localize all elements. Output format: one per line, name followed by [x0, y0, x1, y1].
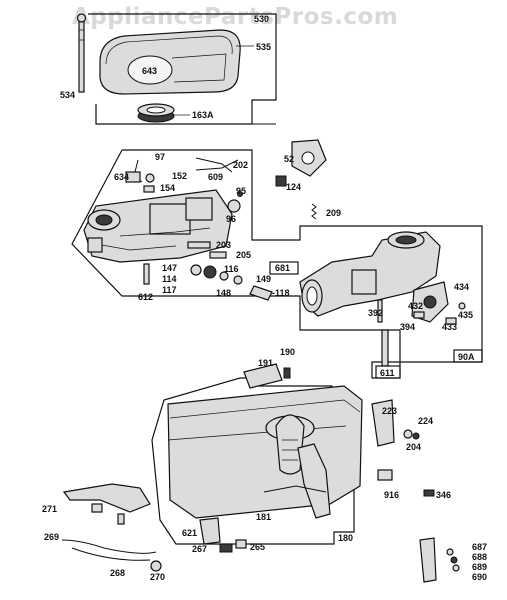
label-191: 191: [258, 358, 273, 368]
label-434: 434: [454, 282, 469, 292]
label-535: 535: [256, 42, 271, 52]
label-224: 224: [418, 416, 433, 426]
throttle-lever: [62, 483, 151, 513]
label-530: 530: [254, 14, 269, 24]
label-154: 154: [160, 183, 175, 193]
label-202: 202: [233, 160, 248, 170]
label-916: 916: [384, 490, 399, 500]
label-690: 690: [472, 572, 487, 582]
label-95: 95: [236, 186, 246, 196]
label-152: 152: [172, 171, 187, 181]
air-cleaner-frame: [88, 13, 277, 125]
label-612: 612: [138, 292, 153, 302]
label-433: 433: [442, 322, 457, 332]
carburetor-body: [83, 189, 233, 263]
throttle-cable: [61, 539, 157, 554]
label-90a: 90A: [458, 352, 475, 362]
gasket-kit-box: [269, 261, 299, 275]
label-223: 223: [382, 406, 397, 416]
label-124: 124: [286, 182, 301, 192]
label-265: 265: [250, 542, 265, 552]
label-180: 180: [338, 533, 353, 543]
intake-manifold: [299, 231, 441, 317]
air-cleaner-element: [137, 103, 175, 123]
label-392: 392: [368, 308, 383, 318]
air-cleaner-group: 530 535 643 534 163A: [60, 13, 277, 125]
label-394: 394: [400, 322, 415, 332]
label-204: 204: [406, 442, 421, 452]
label-609: 609: [208, 172, 223, 182]
label-118: -118: [272, 288, 290, 298]
label-643: 643: [142, 66, 157, 76]
label-205: 205: [236, 250, 251, 260]
label-114: 114: [162, 274, 177, 284]
fuel-tank-body: [167, 385, 363, 519]
label-203: 203: [216, 240, 231, 250]
label-267: 267: [192, 544, 207, 554]
label-148: 148: [216, 288, 231, 298]
label-269: 269: [44, 532, 59, 542]
label-97: 97: [155, 152, 165, 162]
label-190: 190: [280, 347, 295, 357]
label-621: 621: [182, 528, 197, 538]
carburetor-gasket: [291, 139, 327, 177]
label-611: 611: [380, 368, 395, 378]
label-346: 346: [436, 490, 451, 500]
label-96: 96: [226, 214, 236, 224]
label-271: 271: [42, 504, 57, 514]
label-270: 270: [150, 572, 165, 582]
label-209: 209: [326, 208, 341, 218]
label-688: 688: [472, 552, 487, 562]
label-681: 681: [275, 263, 290, 273]
label-432: 432: [408, 301, 423, 311]
fuel-tank-group: 190 191 223 224 204 916 346 271 181 180 …: [42, 347, 487, 583]
label-689: 689: [472, 562, 487, 572]
label-147: 147: [162, 263, 177, 273]
label-634: 634: [114, 172, 129, 182]
air-cleaner-cover: [99, 29, 241, 95]
fuel-tank-frame: [151, 377, 355, 545]
cable-clamp-bracket: [419, 537, 437, 583]
air-cleaner-stud: [76, 13, 87, 93]
label-163a: 163A: [192, 110, 214, 120]
tank-bracket: [297, 443, 331, 519]
carburetor-frame: [71, 149, 483, 379]
label-268: 268: [110, 568, 125, 578]
label-181: 181: [256, 512, 271, 522]
label-435: 435: [458, 310, 473, 320]
carburetor-group: 97 202 634 152 609 154 95 96 52 124 209 …: [71, 139, 483, 379]
label-117: 117: [162, 285, 177, 295]
label-149: 149: [256, 274, 271, 284]
label-687: 687: [472, 542, 487, 552]
label-116: 116: [224, 264, 239, 274]
label-52: 52: [284, 154, 294, 164]
label-534: 534: [60, 90, 75, 100]
